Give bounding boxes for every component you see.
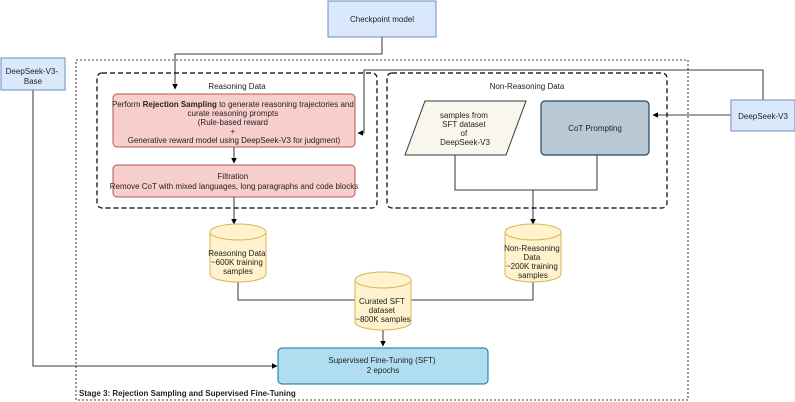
stage-3-container bbox=[75, 59, 689, 401]
non-reasoning-data-db-text: Non-Reasoning Data ~200K training sample… bbox=[504, 244, 562, 280]
non-reasoning-data-title: Non-Reasoning Data bbox=[490, 82, 565, 91]
deepseek-v3-base-node: DeepSeek-V3- Base bbox=[0, 57, 66, 91]
reasoning-data-title: Reasoning Data bbox=[208, 82, 266, 91]
edge-deepseekv3-to-rejection bbox=[357, 69, 764, 136]
deepseek-v3-label: DeepSeek-V3 bbox=[738, 112, 788, 121]
stage-label: Stage 3: Rejection Sampling and Supervis… bbox=[79, 389, 296, 398]
deepseek-v3-base-label: DeepSeek-V3- Base bbox=[6, 67, 61, 86]
non-reasoning-data-group bbox=[386, 72, 668, 209]
sft-samples-text: samples from SFT dataset of DeepSeek-V3 bbox=[440, 111, 491, 147]
edge-checkpoint-to-rejection bbox=[172, 37, 383, 90]
filtration-node: Filtration Remove CoT with mixed languag… bbox=[110, 164, 358, 198]
checkpoint-model-node: Checkpoint model bbox=[327, 0, 437, 38]
cot-prompting-node: CoT Prompting bbox=[540, 100, 650, 156]
reasoning-data-group bbox=[96, 72, 378, 209]
curated-sft-db: Curated SFT dataset ~800K samples bbox=[354, 271, 412, 331]
non-reasoning-data-db: Non-Reasoning Data ~200K training sample… bbox=[504, 223, 562, 283]
deepseek-v3-node: DeepSeek-V3 bbox=[730, 99, 795, 132]
curated-sft-db-text: Curated SFT dataset ~800K samples bbox=[355, 297, 410, 324]
filtration-text: Filtration Remove CoT with mixed languag… bbox=[110, 172, 358, 191]
sft-text: Supervised Fine-Tuning (SFT) 2 epochs bbox=[328, 356, 438, 375]
sft-samples-node: samples from SFT dataset of DeepSeek-V3 bbox=[404, 100, 527, 156]
edge-samples-merge bbox=[454, 155, 598, 191]
rejection-sampling-text: Perform Rejection Sampling to generate r… bbox=[112, 100, 356, 145]
edge-base-to-sft bbox=[32, 90, 278, 369]
checkpoint-model-label: Checkpoint model bbox=[350, 15, 414, 24]
cot-prompting-label: CoT Prompting bbox=[568, 124, 622, 133]
reasoning-data-db-text: Reasoning Data ~600K training samples bbox=[208, 249, 268, 276]
rejection-sampling-node: Perform Rejection Sampling to generate r… bbox=[112, 93, 356, 148]
reasoning-data-db: Reasoning Data ~600K training samples bbox=[208, 223, 268, 283]
sft-node: Supervised Fine-Tuning (SFT) 2 epochs bbox=[277, 347, 489, 385]
